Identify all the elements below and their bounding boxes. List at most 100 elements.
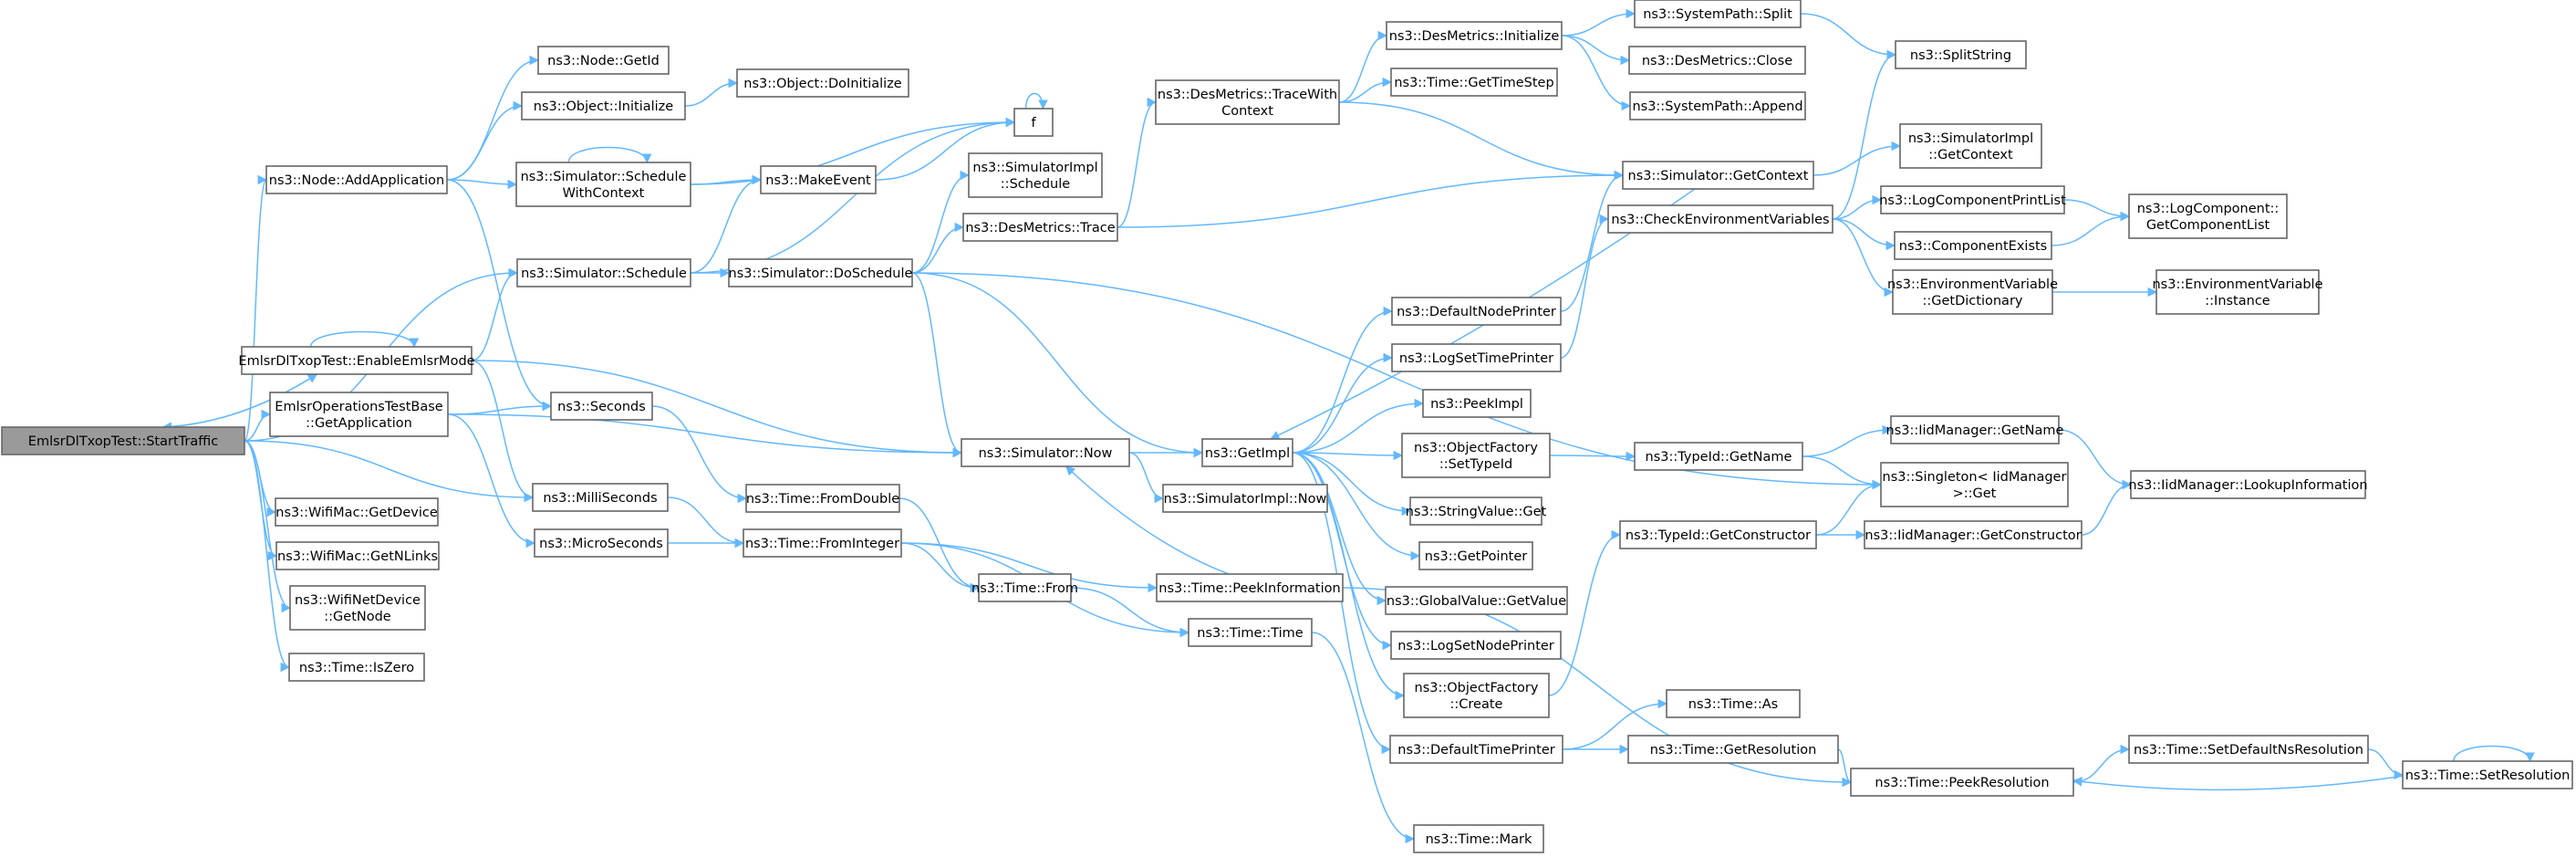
edge-timector-to-mark xyxy=(1311,632,1416,844)
node-getid[interactable]: ns3::Node::GetId xyxy=(537,46,670,75)
node-fromdouble[interactable]: ns3::Time::FromDouble xyxy=(745,484,900,513)
node-getapp[interactable]: EmlsrOperationsTestBase::GetApplication xyxy=(269,392,449,437)
edge-logsettime-to-checkenv xyxy=(1560,214,1610,359)
node-iszero[interactable]: ns3::Time::IsZero xyxy=(288,653,425,682)
node-getctor[interactable]: ns3::TypeId::GetConstructor xyxy=(1619,520,1817,549)
edge-addapp-to-objinit xyxy=(446,100,524,181)
node-peekres[interactable]: ns3::Time::PeekResolution xyxy=(1850,768,2074,797)
node-logsettime[interactable]: ns3::LogSetTimePrinter xyxy=(1391,343,1562,372)
node-logcomplist[interactable]: ns3::LogComponent::GetComponentList xyxy=(2128,193,2288,239)
node-box xyxy=(1,426,245,455)
node-settypeid[interactable]: ns3::ObjectFactory::SetTypeId xyxy=(1401,433,1551,478)
node-label: ns3::Node::AddApplication xyxy=(269,173,444,188)
node-setdefres[interactable]: ns3::Time::SetDefaultNsResolution xyxy=(2128,735,2369,764)
node-splitstring[interactable]: ns3::SplitString xyxy=(1895,40,2027,69)
node-getnlinks[interactable]: ns3::WifiMac::GetNLinks xyxy=(275,541,440,570)
node-envdict[interactable]: ns3::EnvironmentVariable::GetDictionary xyxy=(1887,269,2058,315)
node-label: ns3::IidManager::GetConstructor xyxy=(1864,528,2081,543)
node-box xyxy=(289,585,426,631)
edge-destracectx-to-desinit xyxy=(1338,30,1388,103)
edge-checkenv-to-compexists xyxy=(1832,218,1896,251)
node-split[interactable]: ns3::SystemPath::Split xyxy=(1634,0,1802,28)
node-label: ns3::Node::GetId xyxy=(547,54,660,68)
node-box xyxy=(2402,760,2573,789)
node-timector[interactable]: ns3::Time::Time xyxy=(1188,618,1313,647)
node-doschedule[interactable]: ns3::Simulator::DoSchedule xyxy=(728,258,913,287)
node-label: ns3::ObjectFactory xyxy=(1415,681,1539,695)
node-checkenv[interactable]: ns3::CheckEnvironmentVariables xyxy=(1607,204,1833,234)
node-gettimestep[interactable]: ns3::Time::GetTimeStep xyxy=(1390,68,1558,97)
node-singleton[interactable]: ns3::Singleton< IidManager>::Get xyxy=(1880,462,2069,507)
node-label: ns3::PeekImpl xyxy=(1430,397,1523,412)
edge-simgetctx-to-implgetctx xyxy=(1813,141,1902,176)
edge-start-to-getnode xyxy=(244,440,292,613)
edge-getapp-to-micro xyxy=(447,413,536,549)
node-implschedule[interactable]: ns3::SimulatorImpl::Schedule xyxy=(968,152,1103,198)
node-deftimeprinter[interactable]: ns3::DefaultTimePrinter xyxy=(1389,735,1563,764)
node-seconds[interactable]: ns3::Seconds xyxy=(550,392,653,421)
node-defnodeprinter[interactable]: ns3::DefaultNodePrinter xyxy=(1391,297,1562,326)
edge-getimpl-to-settypeid xyxy=(1292,450,1404,461)
node-envinstance[interactable]: ns3::EnvironmentVariable::Instance xyxy=(2152,269,2323,315)
node-setres[interactable]: ns3::Time::SetResolution xyxy=(2402,760,2573,789)
node-getdevice[interactable]: ns3::WifiMac::GetDevice xyxy=(275,497,439,527)
node-lookup[interactable]: ns3::IidManager::LookupInformation xyxy=(2128,470,2368,499)
node-getpointer[interactable]: ns3::GetPointer xyxy=(1418,541,1533,570)
node-iidgetctor[interactable]: ns3::IidManager::GetConstructor xyxy=(1864,520,2083,549)
edge-doschedule-to-destrace xyxy=(911,222,965,274)
node-peekinfo[interactable]: ns3::Time::PeekInformation xyxy=(1156,573,1344,602)
node-label: ns3::Time::SetDefaultNsResolution xyxy=(2134,743,2363,758)
node-schedule[interactable]: ns3::Simulator::Schedule xyxy=(516,258,691,287)
node-logprintlist[interactable]: ns3::LogComponentPrintList xyxy=(1879,185,2066,214)
node-from[interactable]: ns3::Time::From xyxy=(971,573,1078,602)
node-milli[interactable]: ns3::MilliSeconds xyxy=(532,483,669,512)
node-label: GetComponentList xyxy=(2146,218,2270,233)
node-destrace[interactable]: ns3::DesMetrics::Trace xyxy=(962,213,1118,242)
node-peekimpl[interactable]: ns3::PeekImpl xyxy=(1422,389,1532,418)
node-box xyxy=(288,653,425,682)
edge-setres-to-peekres xyxy=(2072,775,2404,791)
node-micro[interactable]: ns3::MicroSeconds xyxy=(534,528,669,558)
edge-deftimeprinter-to-timeas xyxy=(1562,698,1668,750)
node-getres[interactable]: ns3::Time::GetResolution xyxy=(1627,735,1839,764)
node-label: ns3::IidManager::LookupInformation xyxy=(2128,478,2367,493)
node-globalget[interactable]: ns3::GlobalValue::GetValue xyxy=(1385,586,1568,615)
node-implgetctx[interactable]: ns3::SimulatorImpl::GetContext xyxy=(1899,123,2042,169)
node-getnode[interactable]: ns3::WifiNetDevice::GetNode xyxy=(289,585,426,631)
node-implnow[interactable]: ns3::SimulatorImpl::Now xyxy=(1162,484,1328,513)
node-simgetctx[interactable]: ns3::Simulator::GetContext xyxy=(1622,161,1814,190)
node-append[interactable]: ns3::SystemPath::Append xyxy=(1629,91,1806,120)
node-box xyxy=(1390,68,1558,97)
node-doinit[interactable]: ns3::Object::DoInitialize xyxy=(736,68,909,98)
node-objinit[interactable]: ns3::Object::Initialize xyxy=(521,91,686,120)
node-label: ::Schedule xyxy=(1001,177,1070,192)
node-start[interactable]: EmlsrDlTxopTest::StartTraffic xyxy=(1,426,245,455)
node-label: ns3::Simulator::Now xyxy=(979,446,1113,461)
node-stringget[interactable]: ns3::StringValue::Get xyxy=(1406,496,1547,526)
node-box xyxy=(275,497,439,527)
edge-start-to-iszero xyxy=(244,440,291,673)
node-label: EmlsrDlTxopTest::EnableEmlsrMode xyxy=(238,354,474,369)
node-getimpl[interactable]: ns3::GetImpl xyxy=(1201,438,1293,467)
node-makeevent[interactable]: ns3::MakeEvent xyxy=(760,165,877,194)
node-desclose[interactable]: ns3::DesMetrics::Close xyxy=(1628,46,1806,75)
node-addapp[interactable]: ns3::Node::AddApplication xyxy=(265,165,448,194)
node-iidgetname[interactable]: ns3::IidManager::GetName xyxy=(1886,415,2064,444)
node-now[interactable]: ns3::Simulator::Now xyxy=(961,438,1130,467)
node-mark[interactable]: ns3::Time::Mark xyxy=(1413,824,1544,853)
edge-split-to-splitstring xyxy=(1800,13,1897,60)
edge-layer xyxy=(161,8,2535,844)
node-label: ns3::Time::PeekInformation xyxy=(1158,581,1340,596)
node-timeas[interactable]: ns3::Time::As xyxy=(1666,689,1801,718)
node-frominteger[interactable]: ns3::Time::FromInteger xyxy=(743,528,902,558)
node-logsetnode[interactable]: ns3::LogSetNodePrinter xyxy=(1390,631,1562,660)
node-factorycreate[interactable]: ns3::ObjectFactory::Create xyxy=(1403,673,1550,718)
node-f[interactable]: f xyxy=(1013,108,1054,137)
node-enable[interactable]: EmlsrDlTxopTest::EnableEmlsrMode xyxy=(238,346,475,375)
node-compexists[interactable]: ns3::ComponentExists xyxy=(1894,231,2052,260)
node-desinit[interactable]: ns3::DesMetrics::Initialize xyxy=(1386,21,1563,50)
edge-destrace-to-simgetctx xyxy=(1117,170,1625,228)
node-getname[interactable]: ns3::TypeId::GetName xyxy=(1634,442,1803,471)
